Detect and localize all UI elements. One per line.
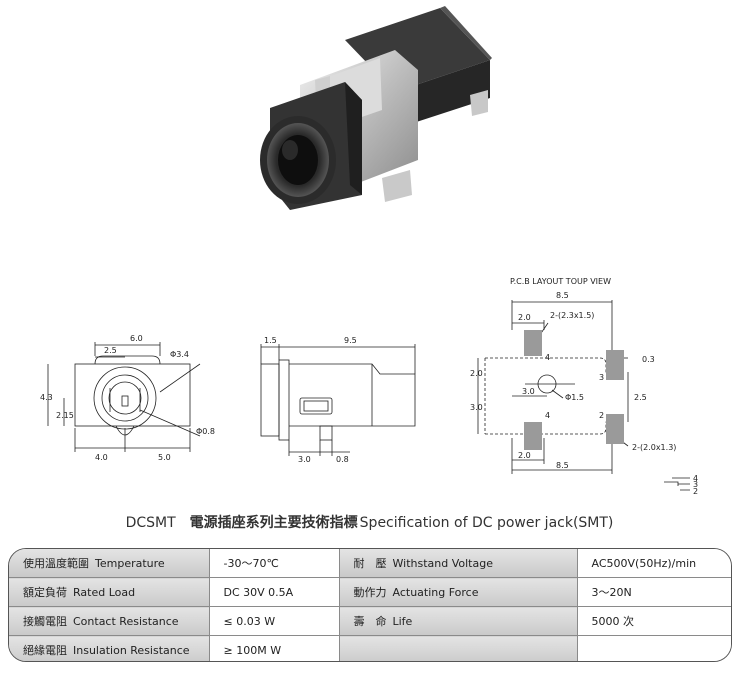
dim-front-height2: 2.15: [56, 411, 74, 420]
dim-front-left: 4.0: [95, 453, 108, 462]
dim-front-dia-bot: Φ0.8: [196, 427, 215, 436]
pad-4b: [524, 422, 542, 450]
front-view: [47, 342, 201, 452]
spec-title-en: Specification of DC power jack(SMT): [359, 515, 614, 531]
dim-front-dia-top: Φ3.4: [170, 350, 189, 359]
dim-pcb-h-left1: 2.0: [470, 369, 483, 378]
dim-pcb-h-right: 2.5: [634, 393, 647, 402]
spec-title-model: DCSMT: [125, 515, 176, 531]
schematic-pin-4: 4: [693, 474, 698, 483]
side-view: [260, 344, 416, 456]
dim-side-c: 0.8: [336, 455, 349, 464]
dim-pcb-hole: Φ1.5: [565, 393, 584, 402]
dim-side-b: 3.0: [298, 455, 311, 464]
pcb-pin-3: 3: [599, 373, 604, 382]
pcb-layout: [477, 300, 629, 474]
spec-value: ≥ 100M W: [208, 635, 340, 661]
spec-value: [576, 635, 731, 661]
pad-3: [606, 350, 624, 380]
dim-pcb-h-left2: 3.0: [470, 403, 483, 412]
spec-value: 3～20N: [576, 577, 731, 607]
dim-pcb-w-top: 8.5: [556, 291, 569, 300]
dim-front-width: 6.0: [130, 334, 143, 343]
dim-pcb-gap: 0.3: [642, 355, 655, 364]
pcb-pin-4b: 4: [545, 411, 550, 420]
pad-2: [606, 414, 624, 444]
pin-schematic: [664, 477, 690, 491]
schematic-pin-2: 2: [693, 487, 698, 496]
technical-drawings: 6.0 2.5 Φ3.4 Φ0.8 4.3 2.15 4.0 5.0 1.5 9…: [40, 277, 698, 496]
dim-pcb-w-bot: 8.5: [556, 461, 569, 470]
pcb-pin-2: 2: [599, 411, 604, 420]
dim-pcb-pad-w-top: 2.0: [518, 313, 531, 322]
spec-value: 5000 次: [576, 606, 731, 636]
dim-front-right: 5.0: [158, 453, 171, 462]
dim-pcb-pad-spec-top: 2-(2.3x1.5): [550, 311, 594, 320]
pcb-pin-4a: 4: [545, 353, 550, 362]
dim-pcb-pad-spec-bot: 2-(2.0x1.3): [632, 443, 676, 452]
pad-4a: [524, 330, 542, 356]
dim-front-offset: 2.5: [104, 346, 117, 355]
schematic-pin-3: 3: [693, 480, 698, 489]
dim-front-height: 4.3: [40, 393, 53, 402]
dim-side-a: 1.5: [264, 336, 277, 345]
dim-side-len: 9.5: [344, 336, 357, 345]
dim-pcb-mid: 3.0: [522, 387, 535, 396]
spec-title-cn: 電源插座系列主要技術指標: [189, 515, 358, 531]
product-photo: [260, 6, 492, 210]
dim-pcb-pad-w-bot: 2.0: [518, 451, 531, 460]
spec-label: [338, 635, 578, 661]
spec-value: -30～70℃: [208, 549, 340, 578]
spec-value: ≤ 0.03 W: [208, 606, 340, 636]
spec-value: AC500V(50Hz)/min: [576, 549, 731, 578]
pcb-heading: P.C.B LAYOUT TOUP VIEW: [510, 277, 611, 286]
spec-value: DC 30V 0.5A: [208, 577, 340, 607]
